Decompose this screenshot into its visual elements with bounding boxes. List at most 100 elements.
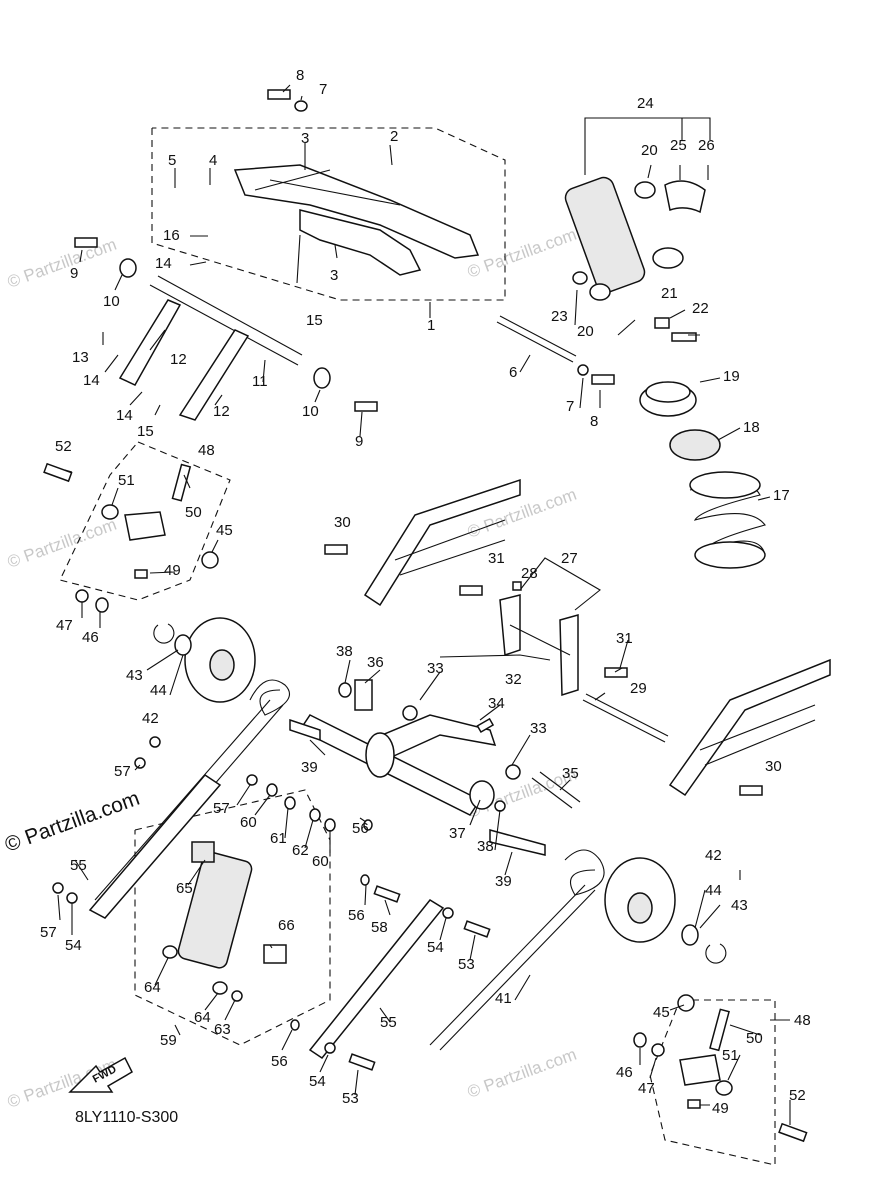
collar-54-left [66,892,78,904]
bolt-50-right [709,1008,730,1052]
circlip-43-left [153,623,175,644]
bolt-50-left [171,463,192,502]
callout-50: 50 [746,1030,763,1047]
callout-45: 45 [653,1004,670,1021]
callout-23: 23 [551,308,568,325]
callout-18: 18 [743,419,760,436]
front-arm-lower [299,209,422,276]
link-12-right [178,329,250,421]
callout-32: 32 [505,671,522,688]
callout-65: 65 [176,880,193,897]
rear-arm-plate [365,732,395,778]
group-outline-48-left [59,441,231,601]
bolt-22 [671,332,697,342]
callout-8: 8 [590,413,598,430]
callout-64: 64 [194,1009,211,1026]
callout-10: 10 [103,293,120,310]
bolt-31-top [459,585,483,596]
shaft-39-right [489,829,546,856]
bolt-52-right [778,1122,808,1143]
partzilla-brand-watermark: © Partzilla.com [2,787,143,857]
callout-57: 57 [213,800,230,817]
collar-51-left [101,504,119,520]
callout-12: 12 [170,351,187,368]
callout-10: 10 [302,403,319,420]
callout-61: 61 [270,830,287,847]
washer-7-top [294,100,308,112]
callout-11: 11 [252,373,268,390]
link-55-right [308,899,445,1060]
collar-56-bottom [290,1019,300,1031]
callout-27: 27 [561,550,578,567]
callout-48: 48 [198,442,215,459]
callout-63: 63 [214,1021,231,1038]
shaft-11-edge [157,275,303,356]
callout-53: 53 [342,1090,359,1107]
slide-rail-left-detail [394,519,506,576]
washer-63 [231,990,243,1002]
collar-64-left [162,945,178,959]
callout-52: 52 [789,1087,806,1104]
spring-seat-19-inner [645,381,691,403]
callout-17: 17 [773,487,790,504]
callout-7: 7 [319,81,327,98]
slide-rail-right [668,658,831,797]
bolt-8-top [267,89,291,100]
bolt-53-lower [348,1053,376,1071]
callout-3: 3 [301,130,309,147]
callout-41: 41 [495,990,512,1007]
callout-24: 24 [637,95,654,112]
bolt-9-left [74,237,98,248]
grease-nipple-28 [512,581,522,591]
callout-59: 59 [160,1032,177,1049]
collar-46-left [95,597,109,613]
bushing-37 [469,780,495,810]
shaft-35-edge [539,771,581,803]
watermark: © Partzilla.com [465,225,579,282]
collar-54-right [442,907,454,919]
clip-26 [652,247,684,269]
callout-33: 33 [427,660,444,677]
front-arm [233,164,480,259]
slide-rail-right-detail [699,704,816,766]
nut-23 [572,271,588,285]
callout-20: 20 [641,142,658,159]
callout-62: 62 [292,842,309,859]
washer-60-left [266,783,278,797]
nut-49-left [134,569,148,579]
callout-52: 52 [55,438,72,455]
callout-66: 66 [278,917,295,934]
collar-21 [654,317,670,329]
callout-55: 55 [70,857,87,874]
bolt-31-right [604,667,628,678]
collar-54-bottom [324,1042,336,1054]
callout-46: 46 [82,629,99,646]
callout-9: 9 [70,265,78,282]
front-arm-brace [254,169,401,206]
shaft-29-edge [585,693,669,737]
callout-51: 51 [722,1047,739,1064]
watermark: © Partzilla.com [5,515,119,572]
callout-19: 19 [723,368,740,385]
collar-10 [313,367,331,389]
idler-wheel-and-springs [94,617,727,1051]
callout-54: 54 [427,939,444,956]
callout-44: 44 [705,882,722,899]
callout-56: 56 [348,907,365,924]
bracket-48-left [124,511,166,541]
callout-39: 39 [495,873,512,890]
shock-absorber-body [564,176,646,294]
front-arm-assembly [74,89,615,421]
callout-22: 22 [692,300,709,317]
callout-1: 1 [427,317,435,334]
callout-8: 8 [296,67,304,84]
washer-47-left [75,589,89,603]
slide-rails [324,478,831,797]
callout-56: 56 [271,1053,288,1070]
callout-53: 53 [458,956,475,973]
callout-54: 54 [309,1073,326,1090]
rear-shock-assembly [564,117,766,569]
watermark: © Partzilla.com [5,235,119,292]
callout-16: 16 [163,227,180,244]
callout-5: 5 [168,152,176,169]
